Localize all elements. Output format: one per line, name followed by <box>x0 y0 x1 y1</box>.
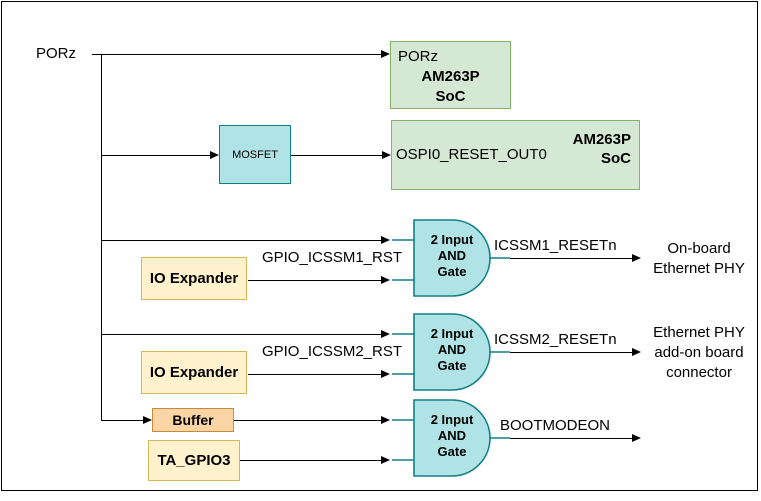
wire-ioexp1-to-gate1 <box>248 280 381 281</box>
and-gate-2-label: 2 Input AND Gate <box>430 326 474 373</box>
arrowhead-gate1-output <box>632 254 641 262</box>
wire-gate3-output <box>510 438 632 439</box>
and-gate-1 <box>392 219 510 297</box>
porz-source-label: PORz <box>36 45 77 62</box>
and-gate-1-label: 2 Input AND Gate <box>430 232 474 279</box>
wire-porz-to-mosfet <box>101 155 210 156</box>
wire-porz-to-buffer <box>101 420 143 421</box>
and-gate-3-label: 2 Input AND Gate <box>430 412 474 459</box>
arrowhead-gate3-output <box>632 434 641 442</box>
io-expander1-block: IO Expander <box>141 257 247 300</box>
wire-porz-to-gate1 <box>101 240 381 241</box>
arrowhead-gate1-bottom <box>381 276 390 284</box>
bootmodeon-label: BOOTMODEON <box>500 417 611 434</box>
mosfet-block: MOSFET <box>219 125 291 184</box>
io-expander2-block: IO Expander <box>141 351 247 394</box>
arrowhead-buffer <box>143 416 152 424</box>
onboard-ethernet-phy-label: On-board Ethernet PHY <box>653 240 745 277</box>
arrowhead-gate2-output <box>632 348 641 356</box>
arrowhead-soc2 <box>382 151 391 159</box>
arrowhead-gate3-top <box>381 416 390 424</box>
wire-mosfet-to-soc2 <box>291 155 382 156</box>
and-gate-2 <box>392 313 510 391</box>
addon-ethernet-phy-label: Ethernet PHY add-on board connector <box>653 324 745 381</box>
wire-tagpio3-to-gate3 <box>240 460 381 461</box>
wire-porz-trunk <box>101 54 102 421</box>
soc-name-2: SoC <box>435 88 466 105</box>
icssm2-resetn-label: ICSSM2_RESETn <box>494 331 617 348</box>
wire-gate1-output <box>510 258 632 259</box>
gpio-icssm1-rst-label: GPIO_ICSSM1_RST <box>261 249 403 266</box>
arrowhead-gate3-bottom <box>381 456 390 464</box>
soc-pin-ospi: OSPI0_RESET_OUT0 <box>396 146 547 163</box>
soc-pin-porz: PORz <box>398 48 439 65</box>
arrowhead-mosfet <box>210 151 219 159</box>
ta-gpio3-block: TA_GPIO3 <box>148 440 240 481</box>
arrowhead-gate2-bottom <box>381 370 390 378</box>
wire-ioexp2-to-gate2 <box>248 374 381 375</box>
soc-name: AM263P <box>421 68 480 85</box>
wire-porz-to-soc1 <box>92 54 381 55</box>
icssm1-resetn-label: ICSSM1_RESETn <box>494 237 617 254</box>
arrowhead-gate2-top <box>381 330 390 338</box>
wire-buffer-to-gate3 <box>234 420 381 421</box>
arrowhead-soc1 <box>381 50 390 58</box>
diagram-border <box>1 1 758 491</box>
gpio-icssm2-rst-label: GPIO_ICSSM2_RST <box>261 343 403 360</box>
and-gate-3 <box>392 399 510 477</box>
soc-block-porz: PORz AM263P SoC <box>390 41 511 109</box>
buffer-block: Buffer <box>152 408 234 432</box>
arrowhead-gate1-top <box>381 236 390 244</box>
wire-gate2-output <box>510 352 632 353</box>
wire-porz-to-gate2 <box>101 334 381 335</box>
